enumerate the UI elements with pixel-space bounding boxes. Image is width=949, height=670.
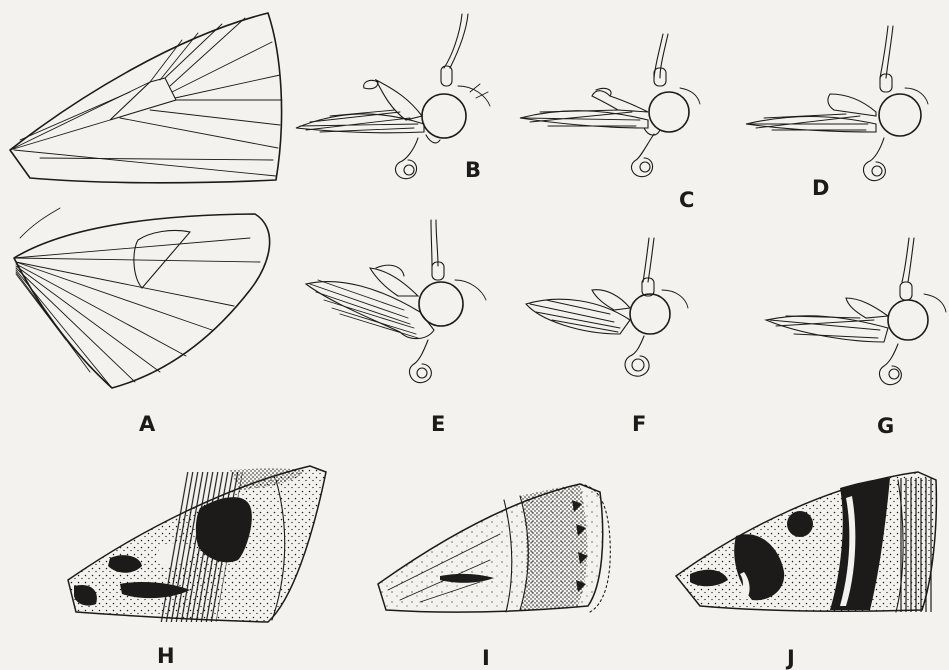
figure-b-head <box>296 14 490 179</box>
figure-label-g: G <box>877 416 894 437</box>
figure-j-forewing <box>676 472 936 612</box>
figure-label-b: B <box>465 160 481 181</box>
figure-label-e: E <box>431 414 445 435</box>
figure-label-f: F <box>632 414 646 435</box>
figure-label-d: D <box>812 178 829 199</box>
figure-label-i: I <box>482 648 490 669</box>
figure-label-j: J <box>787 648 795 669</box>
figure-a-forewing <box>10 13 282 183</box>
figure-label-h: H <box>157 646 175 667</box>
figure-label-a: A <box>139 414 155 435</box>
figure-a-hindwing <box>14 208 270 388</box>
figure-i-forewing <box>378 484 610 612</box>
figure-label-c: C <box>679 190 694 211</box>
figure-f-head <box>526 238 688 376</box>
figure-e-head <box>306 220 486 383</box>
figure-g-head <box>766 238 946 385</box>
figure-h-forewing <box>68 466 326 622</box>
figure-c-head <box>520 34 700 177</box>
figure-d-head <box>746 26 928 181</box>
